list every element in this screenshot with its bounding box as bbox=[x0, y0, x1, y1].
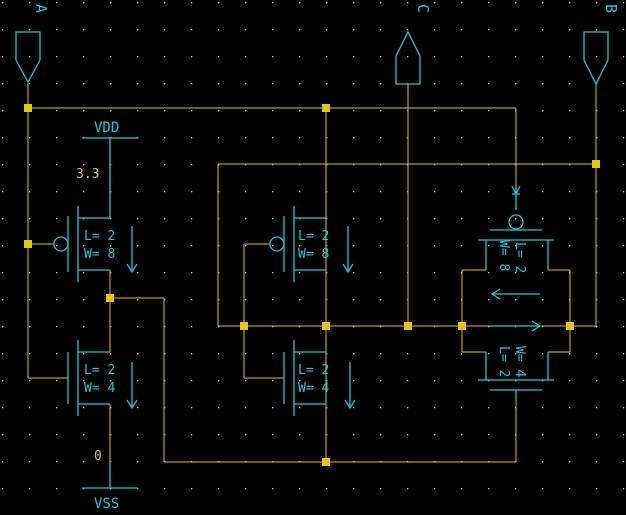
pin-b-label: B bbox=[602, 4, 620, 13]
vdd-symbol[interactable] bbox=[82, 137, 138, 160]
pmos-mid-l: L= 2 bbox=[298, 229, 329, 244]
vss-label: VSS bbox=[94, 496, 119, 512]
junction-dots bbox=[24, 104, 600, 466]
pmos-left-l: L= 2 bbox=[84, 229, 115, 244]
pmos-left[interactable] bbox=[53, 160, 138, 282]
nmos-left[interactable] bbox=[67, 340, 138, 416]
vdd-value: 3.3 bbox=[76, 167, 99, 182]
tg-pmos-l: L= 2 bbox=[512, 242, 527, 273]
tg-nmos-w: W= 4 bbox=[512, 346, 527, 377]
pin-a[interactable] bbox=[15, 31, 41, 84]
vss-value: 0 bbox=[94, 449, 102, 464]
nmos-mid-w: W= 4 bbox=[298, 381, 329, 396]
nmos-mid[interactable] bbox=[283, 340, 356, 416]
pmos-mid[interactable] bbox=[269, 206, 354, 282]
wires bbox=[27, 82, 597, 488]
pmos-left-w: W= 8 bbox=[84, 247, 115, 262]
vss-symbol[interactable] bbox=[82, 466, 138, 489]
pin-c-label: C bbox=[414, 4, 432, 13]
vdd-label: VDD bbox=[94, 120, 119, 136]
transmission-gate-pmos[interactable] bbox=[478, 185, 554, 300]
nmos-left-l: L= 2 bbox=[84, 363, 115, 378]
pin-a-label: A bbox=[32, 4, 50, 13]
tg-pmos-w: W= 8 bbox=[496, 240, 511, 271]
pin-c[interactable] bbox=[395, 30, 421, 85]
pin-b[interactable] bbox=[583, 31, 609, 86]
pmos-mid-w: W= 8 bbox=[298, 247, 329, 262]
nmos-left-w: W= 4 bbox=[84, 381, 115, 396]
tg-nmos-l: L= 2 bbox=[496, 346, 511, 377]
transmission-gate-nmos[interactable] bbox=[478, 320, 554, 398]
nmos-mid-l: L= 2 bbox=[298, 363, 329, 378]
